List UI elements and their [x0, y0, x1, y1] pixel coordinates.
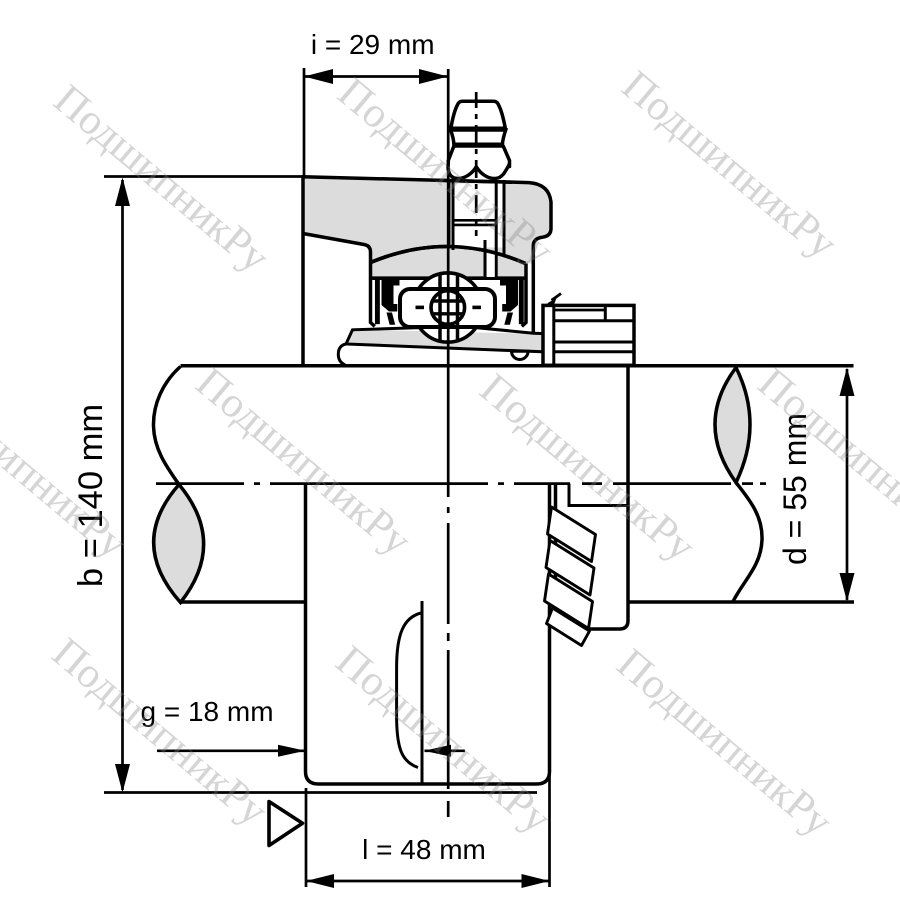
svg-text:b = 140 mm: b = 140 mm [72, 404, 110, 587]
svg-text:d = 55 mm: d = 55 mm [777, 413, 813, 565]
svg-text:l = 48 mm: l = 48 mm [362, 834, 486, 865]
svg-text:i = 29 mm: i = 29 mm [311, 29, 435, 60]
svg-text:g = 18 mm: g = 18 mm [140, 696, 273, 727]
